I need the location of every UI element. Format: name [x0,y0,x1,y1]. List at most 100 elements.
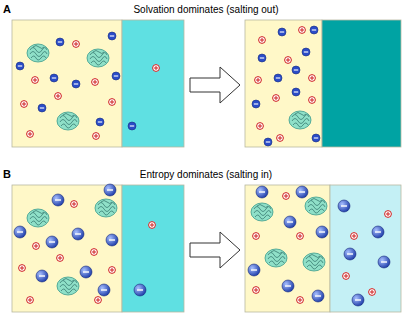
anion-circle [56,38,64,46]
panel-title: Solvation dominates (salting out) [133,4,278,16]
plus-sign [278,136,282,140]
anion-circle [106,234,118,246]
cation-circle [385,211,392,218]
anion [344,248,356,260]
cation-circle [27,131,34,138]
anion [312,134,320,142]
anion-circle [96,118,104,126]
cation [109,267,116,274]
cation-circle [259,37,266,44]
protein [289,111,311,129]
anion [264,138,272,146]
cation [33,243,40,250]
plus-sign [344,274,348,278]
minus-sign [83,271,89,272]
anion [310,26,318,34]
cation [149,222,156,229]
plus-sign [370,290,374,294]
cation-circle [297,233,304,240]
plus-sign [110,100,114,104]
cation-circle [27,297,34,304]
minus-sign [39,275,45,276]
anion [256,186,268,198]
cation [273,95,280,102]
anion [258,54,266,62]
plus-sign [154,66,158,70]
anion [378,256,390,268]
cation-circle [95,297,102,304]
minus-sign [315,295,321,296]
solution-phase [245,185,330,312]
plus-sign [28,298,32,302]
plus-sign [254,234,258,238]
anion-circle [282,280,294,292]
protein-fold [98,201,115,216]
anion [50,74,58,82]
anion [104,184,116,196]
cation-circle [343,273,350,280]
minus-sign [341,205,347,206]
plus-sign [92,250,96,254]
protein-body [57,277,79,295]
minus-sign [294,91,298,92]
cation-circle [57,255,64,262]
anion [284,216,296,228]
anion-circle [72,228,84,240]
protein-fold [306,255,323,270]
anion-circle [128,122,136,130]
cation-circle [255,77,262,84]
anion-circle [302,48,310,56]
anion-circle [310,26,318,34]
anion [52,194,64,206]
anion-circle [258,54,266,62]
anion-circle [104,184,116,196]
anion [252,100,260,108]
protein-fold [30,211,47,226]
minus-sign [109,239,115,240]
anion-circle [316,226,328,238]
anion-circle [274,74,282,82]
protein-fold [60,114,77,129]
cation-circle [253,287,260,294]
protein [27,44,49,62]
protein-fold [90,51,107,66]
plus-sign [258,124,262,128]
protein-fold [60,279,77,294]
anion-circle [296,186,308,198]
anion [278,28,286,36]
cation [297,297,304,304]
cation [91,249,98,256]
plus-sign [150,223,154,227]
solid-phase [122,20,184,147]
anion [72,80,80,88]
minus-sign [107,189,113,190]
anion [98,284,110,296]
anion-circle [264,138,272,146]
minus-sign [251,269,257,270]
cation-circle [92,79,99,86]
solution-phase [12,185,122,312]
protein [57,112,79,130]
cation [309,97,316,104]
cation-circle [109,99,116,106]
cation-circle [283,193,290,200]
anion [282,280,294,292]
plus-sign [110,268,114,272]
anion-circle [46,236,58,248]
cation [309,75,316,82]
anion [80,266,92,278]
cation [285,57,292,64]
cation-circle [21,101,28,108]
minus-sign [98,121,102,122]
protein [27,209,49,227]
cation [257,123,264,130]
plus-sign [34,244,38,248]
cation [71,201,78,208]
plus-sign [254,288,258,292]
protein [251,203,273,221]
minus-sign [314,137,318,138]
cation-circle [285,57,292,64]
protein-fold [254,205,271,220]
cation [283,193,290,200]
anion-circle [52,194,64,206]
